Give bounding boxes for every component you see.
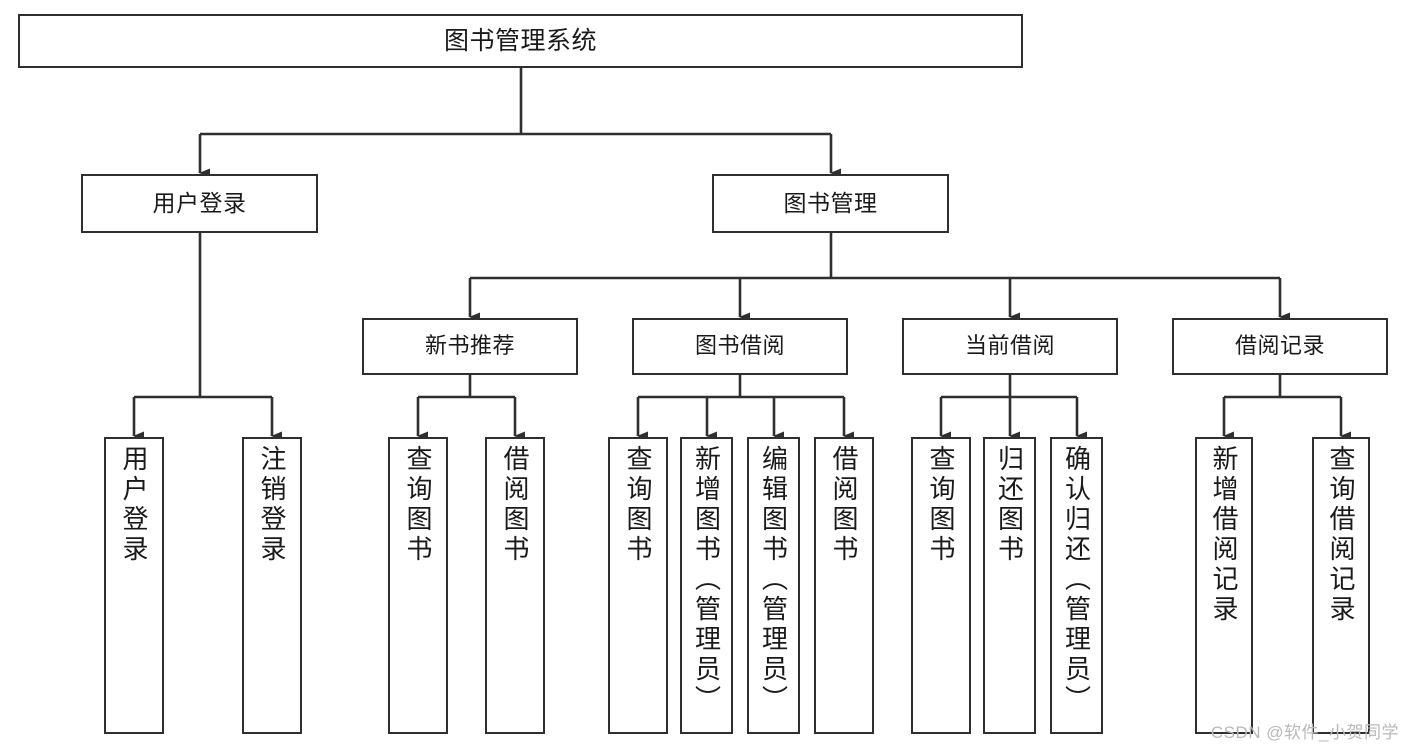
node-label: 查询图书 [403, 445, 433, 565]
node-leaf-user-logout[interactable]: 注销登录 [242, 437, 302, 734]
node-label: 图书借阅 [694, 333, 785, 359]
node-leaf-br-query[interactable]: 查询借阅记录 [1312, 437, 1370, 734]
node-leaf-rec-query[interactable]: 查询图书 [388, 437, 448, 734]
node-root[interactable]: 图书管理系统 [18, 14, 1023, 68]
node-label: 查询借阅记录 [1326, 445, 1356, 625]
node-label: 归还图书 [994, 445, 1025, 565]
node-label: 用户登录 [119, 445, 149, 565]
node-leaf-bb-edit[interactable]: 编辑图书（管理员） [747, 437, 800, 734]
node-label: 查询图书 [926, 445, 956, 565]
node-label: 借阅图书 [829, 445, 859, 565]
node-label: 新增图书（管理员） [691, 445, 722, 715]
node-label: 查询图书 [623, 445, 653, 565]
node-borrow-record[interactable]: 借阅记录 [1172, 318, 1388, 375]
node-label: 新增借阅记录 [1209, 445, 1239, 625]
node-book-manage[interactable]: 图书管理 [712, 174, 949, 233]
node-leaf-br-add[interactable]: 新增借阅记录 [1195, 437, 1253, 734]
node-leaf-bb-query[interactable]: 查询图书 [608, 437, 668, 734]
node-leaf-cb-confirm[interactable]: 确认归还（管理员） [1050, 437, 1103, 734]
node-leaf-user-login[interactable]: 用户登录 [104, 437, 164, 734]
node-label: 用户登录 [152, 189, 247, 216]
node-user-login[interactable]: 用户登录 [81, 174, 318, 233]
node-label: 编辑图书（管理员） [758, 445, 789, 715]
node-book-borrow[interactable]: 图书借阅 [632, 318, 848, 375]
node-current-borrow[interactable]: 当前借阅 [902, 318, 1118, 375]
node-label: 借阅图书 [500, 445, 530, 565]
node-label: 当前借阅 [964, 333, 1055, 359]
node-leaf-cb-return[interactable]: 归还图书 [983, 437, 1036, 734]
node-label: 注销登录 [257, 445, 287, 565]
node-leaf-bb-add[interactable]: 新增图书（管理员） [680, 437, 733, 734]
node-leaf-bb-borrow[interactable]: 借阅图书 [814, 437, 874, 734]
node-label: 新书推荐 [424, 333, 515, 359]
node-new-book-rec[interactable]: 新书推荐 [362, 318, 578, 375]
watermark-text: CSDN @软件_小贺同学 [1210, 723, 1399, 742]
node-leaf-rec-borrow[interactable]: 借阅图书 [485, 437, 545, 734]
node-leaf-cb-query[interactable]: 查询图书 [911, 437, 971, 734]
node-label: 确认归还（管理员） [1061, 445, 1092, 715]
node-label: 图书管理系统 [443, 27, 597, 55]
node-label: 图书管理 [783, 189, 878, 216]
node-label: 借阅记录 [1234, 333, 1325, 359]
